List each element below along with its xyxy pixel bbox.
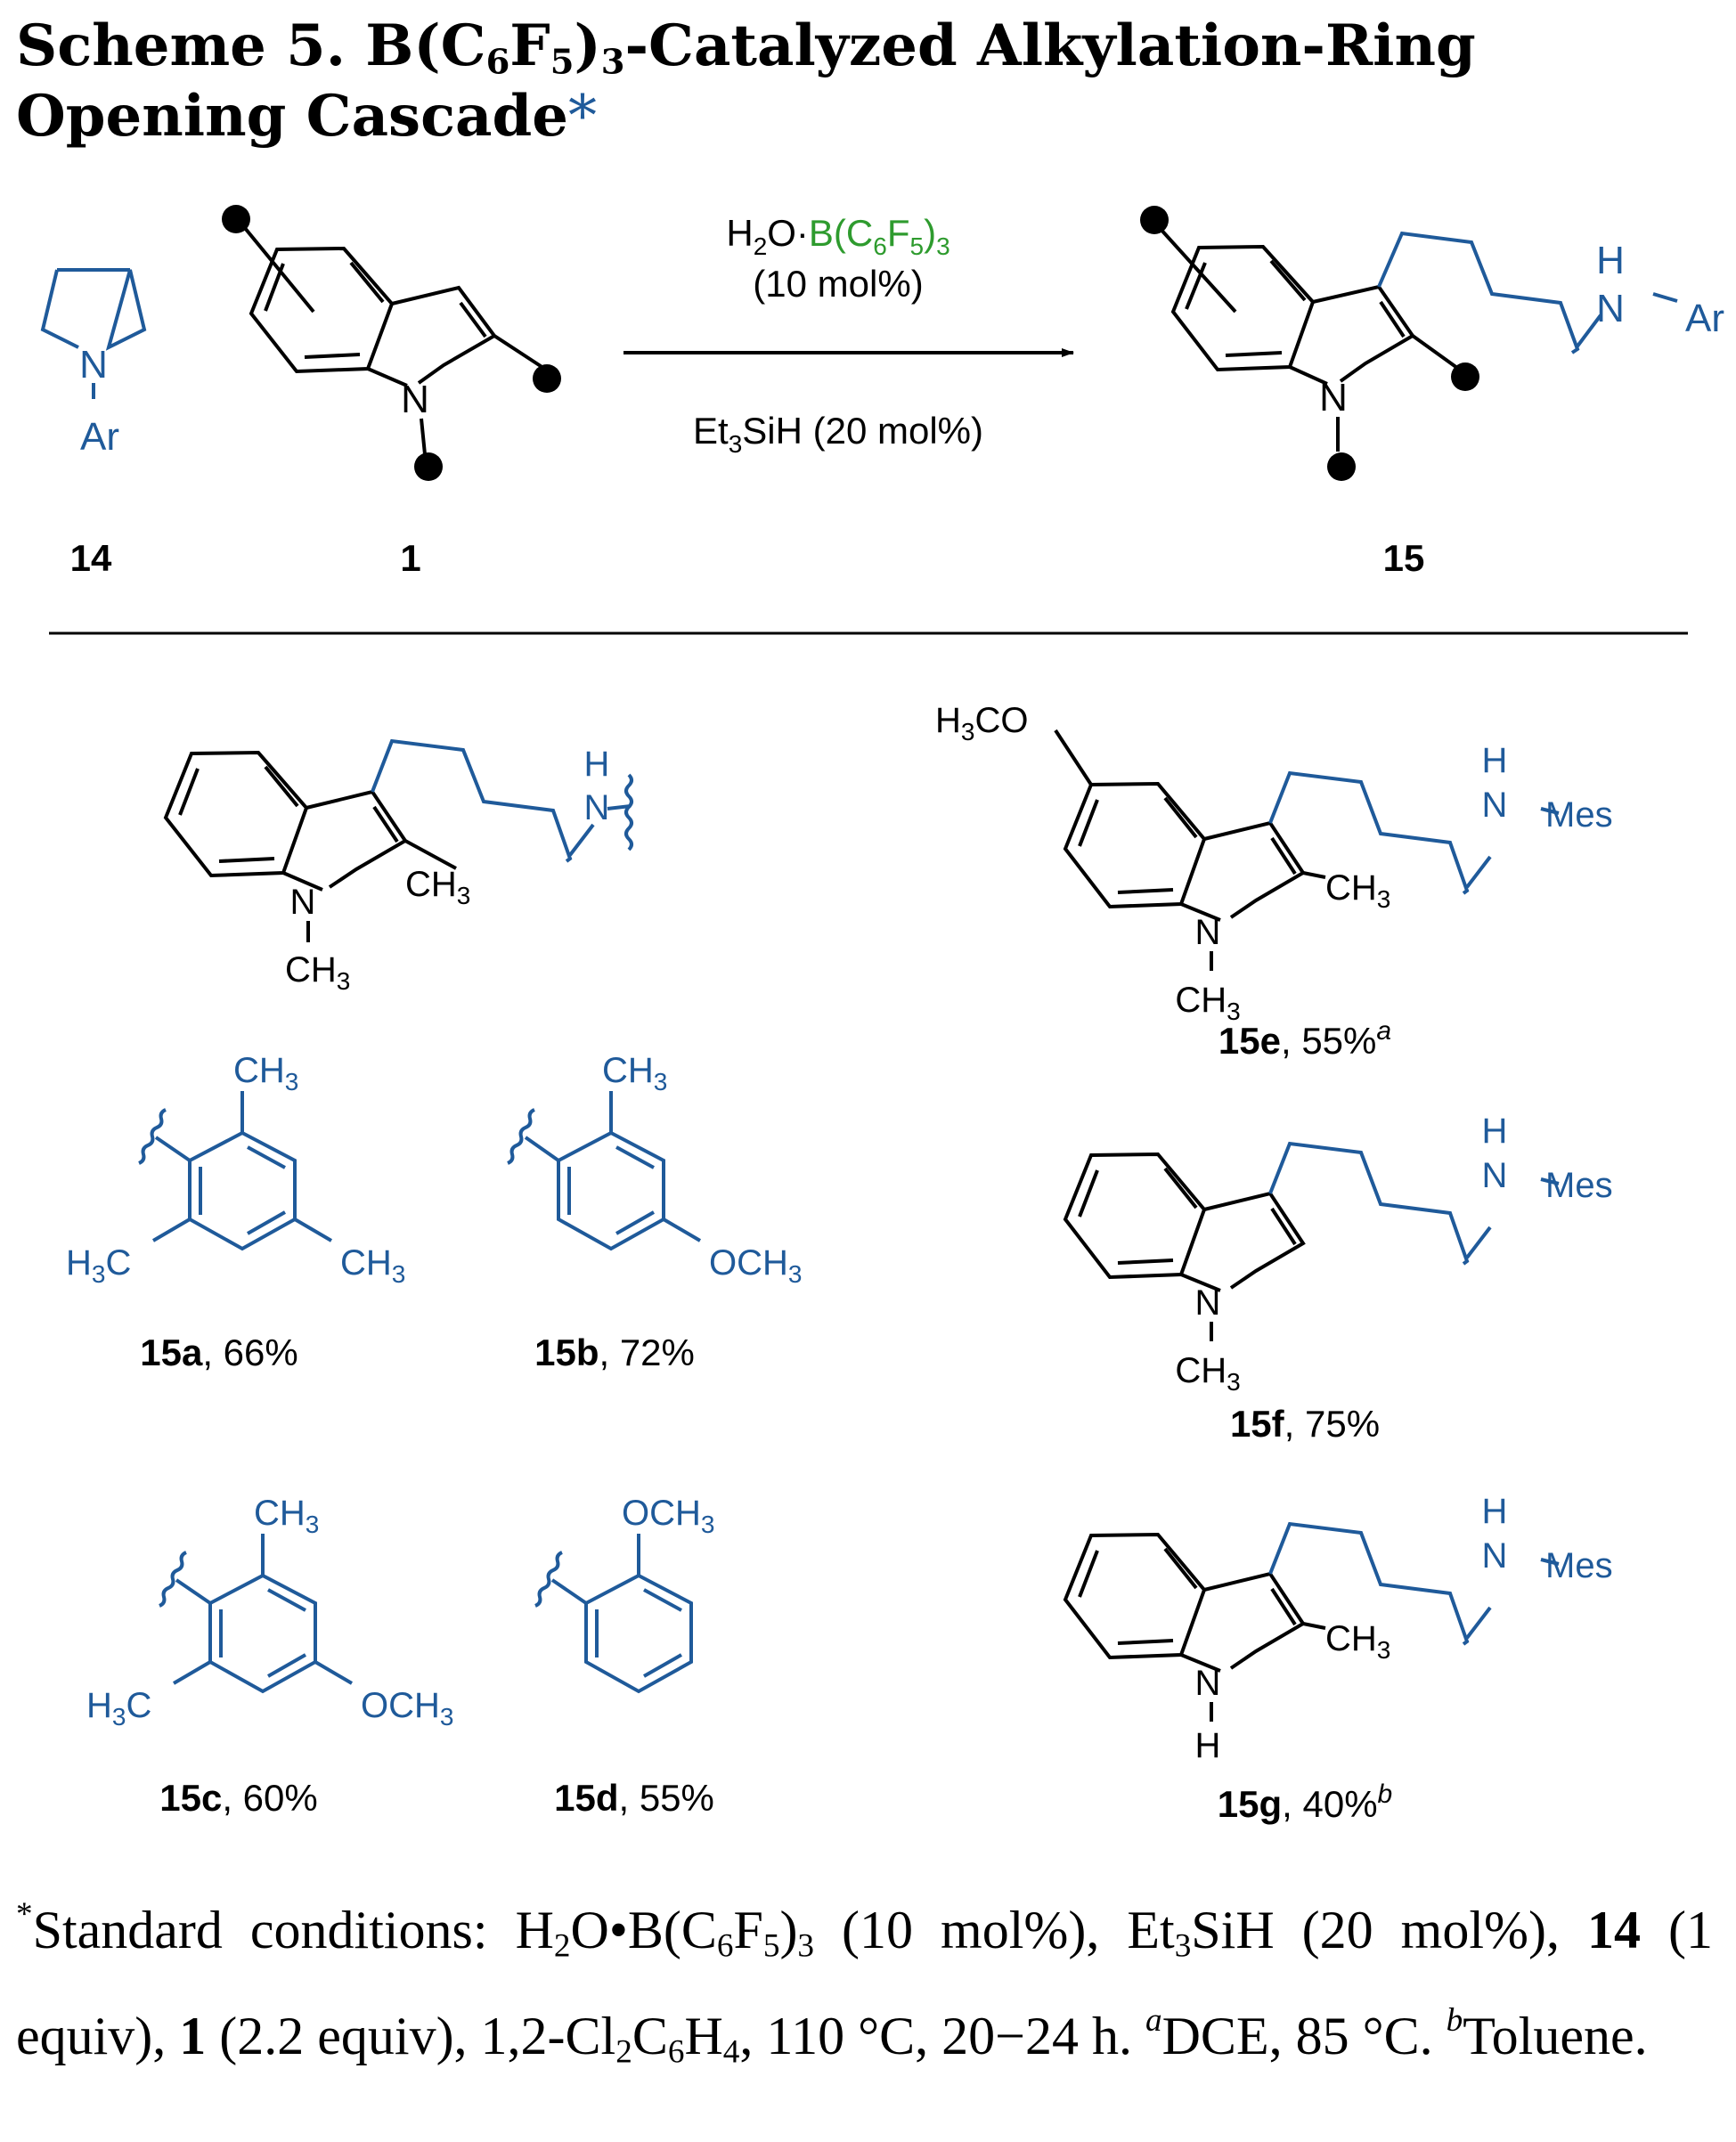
15g-mes: Mes	[1545, 1546, 1613, 1585]
compound-label-14: 14	[70, 537, 112, 579]
product-15-substituent-dot	[1451, 362, 1479, 391]
15f-chain	[1268, 1141, 1560, 1266]
product-15-ar: Ar	[1685, 297, 1724, 340]
compound-label-1: 1	[400, 537, 420, 579]
product-15-substituent-dot	[1140, 206, 1169, 234]
indole-1-substituent-dot	[414, 452, 443, 481]
15f-mes: Mes	[1545, 1166, 1613, 1205]
generic-n: N	[290, 883, 316, 922]
15e-nh-h: H	[1482, 741, 1508, 780]
15e-n-ch3: CH3	[1175, 981, 1240, 1025]
indole-1-n: N	[401, 378, 429, 421]
pyrrolidine-n: N	[79, 343, 108, 387]
generic-n-ch3: CH3	[285, 950, 350, 995]
product-15-n: N	[1319, 376, 1348, 419]
pyrrolidine-14	[40, 268, 147, 399]
scheme-title: Scheme 5. B(C6F5)3-Catalyzed Alkylation-…	[16, 12, 1476, 150]
15e-nh-n: N	[1482, 786, 1508, 825]
product-15-substituent-dot	[1327, 452, 1356, 481]
15g-2-ch3: CH3	[1325, 1619, 1390, 1664]
pyrrolidine-ar: Ar	[80, 415, 119, 459]
15d-och3: OCH3	[622, 1494, 714, 1538]
label-15d: 15d, 55%	[554, 1777, 714, 1819]
aryl-15c	[159, 1534, 354, 1694]
title-asterisk: *	[567, 83, 597, 150]
15b-ch3: CH3	[602, 1051, 667, 1095]
indole-core-generic	[163, 750, 457, 942]
reaction-scheme: N Ar 14 N 1 H2O·B(C6F5)3 (10 mol%) Et3Si…	[40, 205, 1724, 1825]
product-15	[1157, 225, 1459, 452]
product-15g	[1063, 1532, 1326, 1722]
15e-mes: Mes	[1545, 795, 1613, 835]
generic-nh-n: N	[584, 788, 610, 827]
label-15g: 15g, 40%b	[1218, 1780, 1392, 1825]
15b-och3: OCH3	[709, 1243, 802, 1288]
generic-nh-h: H	[584, 745, 610, 784]
aryl-15d	[534, 1534, 693, 1694]
15g-n-h: H	[1195, 1726, 1221, 1765]
generic-chain	[371, 738, 633, 863]
catalyst: H2O·B(C6F5)3	[726, 212, 950, 260]
15c-och3: OCH3	[361, 1686, 453, 1731]
scheme-number: Scheme 5.	[16, 12, 346, 79]
15f-n: N	[1195, 1283, 1221, 1323]
indole-1-substituent-dot	[222, 205, 250, 233]
scheme-footnote: *Standard conditions: H2O•B(C6F5)3 (10 m…	[16, 1896, 1713, 2071]
product-15f	[1063, 1152, 1306, 1341]
15f-nh-h: H	[1482, 1112, 1508, 1151]
15a-h3c-left: H3C	[66, 1243, 131, 1288]
aryl-15b	[507, 1091, 702, 1251]
15e-2-ch3: CH3	[1325, 868, 1390, 913]
label-15b: 15b, 72%	[534, 1332, 695, 1373]
15a-ch3-right: CH3	[340, 1243, 405, 1288]
label-15e: 15e, 55%a	[1218, 1016, 1391, 1062]
compound-label-15: 15	[1383, 537, 1425, 579]
label-15a: 15a, 66%	[140, 1332, 297, 1373]
15g-nh-n: N	[1482, 1536, 1508, 1576]
catalyst-loading: (10 mol%)	[753, 263, 923, 305]
reductant: Et3SiH (20 mol%)	[693, 410, 983, 458]
15g-nh-h: H	[1482, 1492, 1508, 1531]
label-15c: 15c, 60%	[159, 1777, 317, 1819]
product-15-nh-n: N	[1596, 287, 1625, 330]
15e-n: N	[1195, 913, 1221, 952]
15f-nh-n: N	[1482, 1156, 1508, 1195]
15g-n: N	[1195, 1664, 1221, 1703]
indole-1-substituent-dot	[533, 364, 561, 393]
product-15-chain	[1377, 231, 1678, 354]
product-15-nh-h: H	[1596, 239, 1625, 282]
15c-h3c: H3C	[86, 1686, 151, 1731]
15c-ch3: CH3	[254, 1494, 319, 1538]
15e-chain	[1268, 770, 1560, 895]
product-15e	[1054, 729, 1326, 971]
label-15f: 15f, 75%	[1230, 1403, 1380, 1445]
scheme-title-text: -Catalyzed Alkylation-Ring Opening Casca…	[16, 12, 1476, 150]
aryl-15a-mesityl	[138, 1091, 333, 1251]
15e-h3co: H3CO	[935, 701, 1028, 745]
15a-ch3-top: CH3	[233, 1051, 298, 1095]
generic-2-ch3: CH3	[405, 865, 470, 909]
15g-chain	[1268, 1521, 1560, 1646]
indole-1	[239, 221, 545, 455]
15f-n-ch3: CH3	[1175, 1351, 1240, 1396]
